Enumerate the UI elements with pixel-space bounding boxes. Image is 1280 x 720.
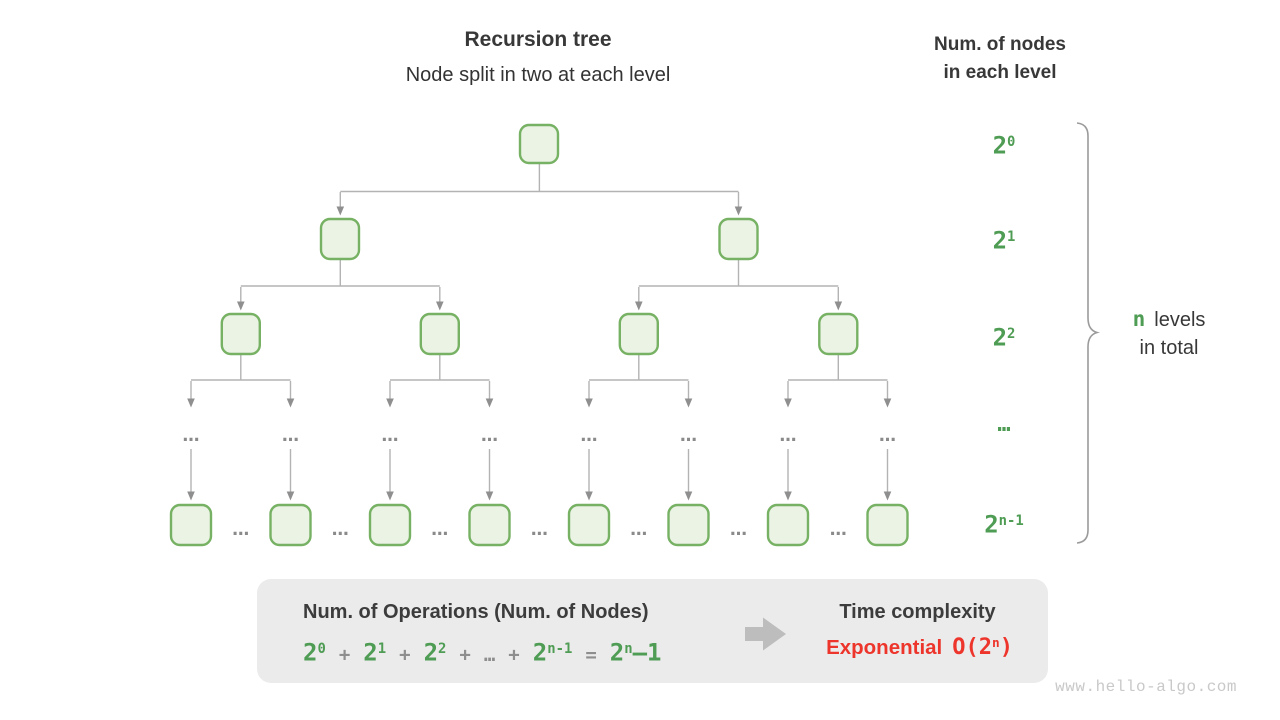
level-label-1: 21 xyxy=(954,222,1054,256)
tree-leaf-node xyxy=(468,503,511,547)
complexity-result: Exponential O(2n) xyxy=(812,635,1027,660)
tree-ellipsis: … xyxy=(879,426,896,446)
big-o-notation: O(2n) xyxy=(952,635,1013,660)
leaf-ellipsis: … xyxy=(431,520,448,540)
tree-leaf-node xyxy=(269,503,312,547)
total-levels-line2: in total xyxy=(1139,337,1199,359)
connector-root xyxy=(336,163,743,216)
level-label-base: 2 xyxy=(992,226,1008,255)
formula-term: 21 xyxy=(363,638,387,667)
formula-operator: + xyxy=(508,643,520,666)
level-label-ellipsis: … xyxy=(997,412,1011,437)
n-variable: n xyxy=(1132,307,1146,331)
tree-node xyxy=(818,312,859,356)
formula-term: 20 xyxy=(303,638,326,667)
tree-ellipsis: … xyxy=(183,426,200,446)
tree-leaf-node xyxy=(169,503,213,547)
watermark: www.hello-algo.com xyxy=(1055,678,1237,696)
leaf-ellipsis: … xyxy=(730,520,747,540)
level-label-sup: 2 xyxy=(1007,326,1016,342)
formula-operator: + xyxy=(399,643,411,666)
levels-word: levels xyxy=(1154,309,1206,331)
connector-l1 xyxy=(237,259,843,311)
tree-ellipsis: … xyxy=(581,426,598,446)
level-label-2: 22 xyxy=(954,319,1054,353)
tree-leaf-node xyxy=(567,503,611,547)
tree-node xyxy=(220,312,262,356)
leaf-ellipsis: … xyxy=(232,520,249,540)
formula-term: 2n-1 xyxy=(532,638,573,667)
formula-term: 22 xyxy=(423,638,447,667)
right-block-arrow-icon xyxy=(745,617,786,651)
tree-nodes xyxy=(169,123,909,547)
leaf-ellipsis: … xyxy=(630,520,647,540)
tree-ellipsis: … xyxy=(382,426,399,446)
leaf-ellipsis: … xyxy=(531,520,548,540)
formula-result: 2n–1 xyxy=(609,638,662,667)
tree-leaf-node xyxy=(766,503,810,547)
time-complexity-title: Time complexity xyxy=(839,601,996,623)
tree-ellipsis: … xyxy=(481,426,498,446)
formula-equals: = xyxy=(585,643,597,666)
page-title: Recursion tree xyxy=(464,28,612,51)
connector-to-leaves xyxy=(187,449,892,501)
tree-ellipsis: … xyxy=(780,426,797,446)
level-label-base: 2 xyxy=(992,131,1008,160)
formula-operator: + xyxy=(459,643,471,666)
level-label-sup: 0 xyxy=(1007,134,1016,150)
nodes-per-level-heading-line1: Num. of nodes xyxy=(934,34,1066,55)
tree-leaf-node xyxy=(866,503,909,547)
tree-node xyxy=(618,312,659,356)
page-subtitle: Node split in two at each level xyxy=(405,64,671,86)
tree-leaf-node xyxy=(667,503,710,547)
level-label-sup: 1 xyxy=(1007,229,1016,245)
operations-title: Num. of Operations (Num. of Nodes) xyxy=(303,601,649,623)
tree-ellipsis: … xyxy=(680,426,697,446)
formula-ellipsis: … xyxy=(483,643,496,666)
tree-node xyxy=(419,312,460,356)
tree-node xyxy=(718,217,759,261)
level-label-base: 2 xyxy=(992,323,1008,352)
tree-ellipsis: … xyxy=(282,426,299,446)
tree-node xyxy=(319,217,361,261)
level-label-0: 20 xyxy=(954,127,1054,161)
connector-l2 xyxy=(187,354,892,408)
tree-leaf-node xyxy=(368,503,412,547)
formula-operator: + xyxy=(338,643,351,666)
leaf-ellipsis: … xyxy=(830,520,847,540)
level-label-sup: n-1 xyxy=(998,513,1024,529)
level-label-n-1: 2n-1 xyxy=(954,506,1054,540)
nodes-per-level-heading: Num. of nodes in each level xyxy=(900,31,1100,87)
level-label-base: 2 xyxy=(984,510,999,539)
leaf-ellipsis: … xyxy=(332,520,349,540)
tree-ellipsis-row: … … … … … … … … xyxy=(183,426,897,446)
operations-formula: 20 + 21 + 22 + … + 2n-1 = 2n–1 xyxy=(303,634,662,670)
summary-box xyxy=(257,579,1048,683)
levels-brace xyxy=(1076,122,1100,544)
leaf-separator-row: … … … … … … … xyxy=(232,520,847,540)
tree-node xyxy=(518,123,560,165)
nodes-per-level-heading-line2: in each level xyxy=(943,62,1057,83)
complexity-word: Exponential xyxy=(826,636,943,659)
